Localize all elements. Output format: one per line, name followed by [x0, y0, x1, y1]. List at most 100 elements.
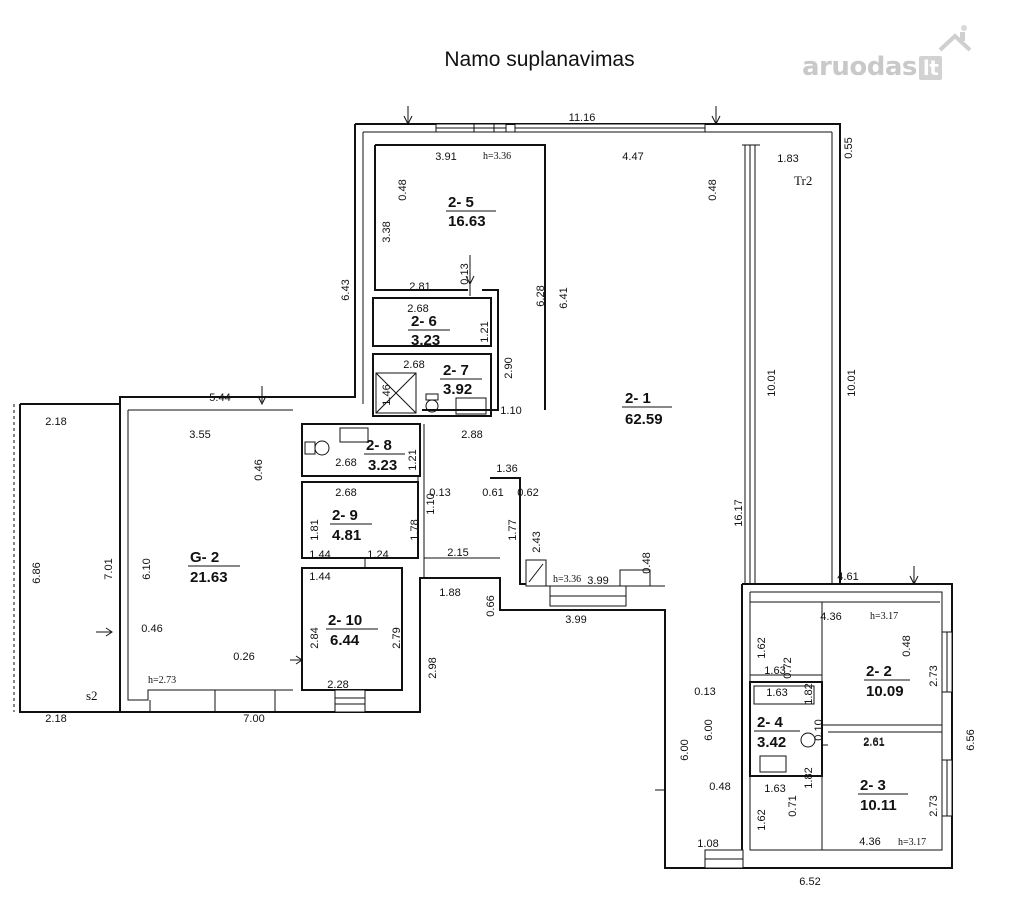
dimension-label: 2.84: [309, 627, 321, 648]
dimension-label: 1.81: [309, 519, 321, 540]
dimension-label: 3.91: [435, 151, 456, 163]
dimension-label: 1.78: [409, 519, 421, 540]
dimension-label: 1.62: [756, 637, 768, 658]
dimension-label: 10.01: [846, 369, 858, 397]
house-roof-icon: [938, 25, 972, 52]
room-number: 2- 4: [757, 714, 784, 731]
dimension-label: 5.44: [209, 392, 230, 404]
dimension-label: 1.21: [479, 321, 491, 342]
room-number: 2- 5: [448, 194, 474, 211]
room-2-9: 2- 9 4.81: [330, 507, 372, 544]
dimension-label: 1.63: [766, 687, 787, 699]
dimension-label: 1.24: [367, 549, 388, 561]
dimension-label: 1.44: [309, 571, 330, 583]
dimension-label: 2.68: [335, 487, 356, 499]
room-2-3: 2- 3 10.11: [858, 777, 908, 814]
dimension-label: 0.48: [641, 552, 653, 573]
dimension-label: 1.82: [803, 767, 815, 788]
watermark-suffix: lt: [918, 56, 943, 80]
dimension-label: 2.15: [447, 547, 468, 559]
dimension-label: 2.68: [335, 457, 356, 469]
dimension-label: 4.36: [859, 836, 880, 848]
height-label: h=2.73: [148, 675, 176, 686]
dimension-label: 2.79: [391, 627, 403, 648]
dimension-label: 1.62: [756, 809, 768, 830]
dimension-label: 0.26: [233, 651, 254, 663]
watermark-text: aruodas: [802, 52, 917, 82]
room-2-6: 2- 6 3.23: [408, 313, 450, 349]
dimension-label: 2.98: [427, 657, 439, 678]
dimension-label: 1.21: [407, 449, 419, 470]
dimension-label: 3.38: [381, 221, 393, 242]
dimension-label: 0.71: [787, 795, 799, 816]
tag-label: Tr2: [794, 173, 812, 188]
dimension-label: 0.55: [843, 137, 855, 158]
room-number: 2- 1: [625, 390, 651, 407]
room-area: 10.09: [866, 683, 904, 700]
room-2-7: 2- 7 3.92: [440, 362, 482, 398]
dimension-label: 0.48: [709, 781, 730, 793]
dimension-label: 2.28: [327, 679, 348, 691]
tag-label: s2: [86, 688, 98, 703]
room-number: 2- 6: [411, 313, 437, 330]
dimension-label: 6.43: [340, 279, 352, 300]
dimension-label: 1.63: [764, 783, 785, 795]
dimension-label: 0.48: [707, 179, 719, 200]
dimension-label: 0.46: [141, 623, 162, 635]
dimension-label: 0.46: [253, 459, 265, 480]
room-area: 16.63: [448, 213, 486, 230]
dimension-label: 1.63: [764, 665, 785, 677]
room-2-4: 2- 4 3.42: [754, 714, 800, 751]
dimension-label: 1.46: [381, 384, 393, 405]
dimension-label: 1.83: [777, 153, 798, 165]
dimension-label: 0.72: [782, 657, 794, 678]
dimension-label: 0.48: [397, 179, 409, 200]
dimension-label: 2.73: [928, 665, 940, 686]
room-area: 10.11: [860, 797, 897, 814]
dimension-label: 2.18: [45, 713, 66, 725]
dimension-label: 2.43: [531, 531, 543, 552]
dimension-label: 2.18: [45, 416, 66, 428]
room-area: 3.92: [443, 381, 472, 398]
dimension-label: 1.88: [439, 587, 460, 599]
dimension-label: 16.17: [733, 499, 745, 527]
room-number: 2- 10: [328, 612, 362, 629]
dimension-label: 0.13: [459, 263, 471, 284]
height-label: h=3.17: [870, 611, 898, 622]
room-2-8: 2- 8 3.23: [364, 437, 405, 474]
plan-title: Namo suplanavimas: [444, 48, 635, 71]
dimension-label: 4.36: [820, 611, 841, 623]
dimension-label: 6.10: [141, 558, 153, 579]
room-number: 2- 2: [866, 663, 892, 680]
room-area: 6.44: [330, 632, 360, 649]
room-number: 2- 9: [332, 507, 358, 524]
room-area: 62.59: [625, 411, 663, 428]
dimension-label: 2.68: [407, 303, 428, 315]
dimension-label: 2.68: [403, 359, 424, 371]
dimension-label: 6.52: [799, 876, 820, 888]
height-label: h=3.36: [553, 574, 581, 585]
dimension-label: 11.16: [569, 112, 596, 124]
room-number: G- 2: [190, 549, 219, 566]
dimension-label: 4.61: [837, 571, 858, 583]
dimension-label: 1.82: [803, 683, 815, 704]
dimension-label: 1.10: [425, 493, 437, 514]
room-area: 3.23: [411, 332, 440, 349]
room-2-2: 2- 2 10.09: [864, 663, 910, 700]
room-2-10: 2- 10 6.44: [326, 612, 378, 649]
dimension-label: 4.47: [622, 151, 643, 163]
height-labels: h=3.36 h=3.36 h=2.73 h=3.17 h=3.17 Tr2 s…: [86, 151, 926, 848]
room-number: 2- 7: [443, 362, 469, 379]
dimension-label: 6.56: [965, 729, 977, 750]
room-number: 2- 3: [860, 777, 886, 794]
dimension-label: 1.77: [507, 519, 519, 540]
dimension-label: 1.44: [309, 549, 330, 561]
room-area: 4.81: [332, 527, 361, 544]
dimension-label: 0.13: [694, 686, 715, 698]
dimension-label: 2.61: [863, 736, 884, 748]
height-label: h=3.36: [483, 151, 511, 162]
room-2-5: 2- 5 16.63: [446, 194, 496, 230]
dimension-label: 0.13: [429, 487, 450, 499]
room-number: 2- 8: [366, 437, 392, 454]
